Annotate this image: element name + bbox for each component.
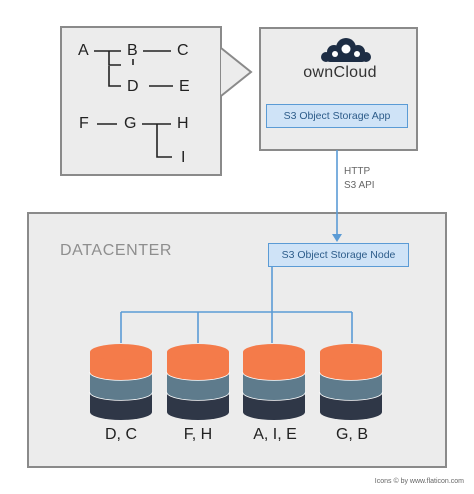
tree-node-a: A [78,42,89,59]
database-label: A, I, E [253,426,297,443]
bubble-pointer-outline [220,47,253,97]
tree-structure-box [60,26,222,176]
owncloud-logo-text: ownCloud [303,64,377,81]
tree-node-g: G [124,115,137,132]
database-icon [242,344,306,420]
s3-object-storage-app: S3 Object Storage App [266,104,408,128]
database-icon [89,344,153,420]
database-label: G, B [335,426,368,443]
connection-protocol: HTTP [344,166,371,177]
tree-lines [94,50,173,158]
tree-node-h: H [177,115,189,132]
tree-node-c: C [177,42,189,59]
connection-api: S3 API [344,180,375,191]
datacenter-title: DATACENTER [60,242,173,259]
icon-credit: Icons © by www.flaticon.com [374,478,464,485]
tree-node-i: I [181,149,186,166]
s3-object-storage-node: S3 Object Storage Node [268,243,409,267]
http-arrow-head [332,234,342,242]
tree-node-b: B [127,42,138,59]
database-label: D, C [105,426,137,443]
tree-node-e: E [179,78,190,95]
tree-node-d: D [127,78,139,95]
database-label: F, H [183,426,213,443]
distribution-lines [120,267,353,343]
connection-label: HTTP S3 API [344,165,375,193]
s3-object-storage-node-label: S3 Object Storage Node [281,249,396,261]
database-icon [319,344,383,420]
s3-object-storage-app-label: S3 Object Storage App [283,110,391,122]
tree-node-f: F [79,115,89,132]
database-icon [166,344,230,420]
bubble-pointer [221,48,251,96]
